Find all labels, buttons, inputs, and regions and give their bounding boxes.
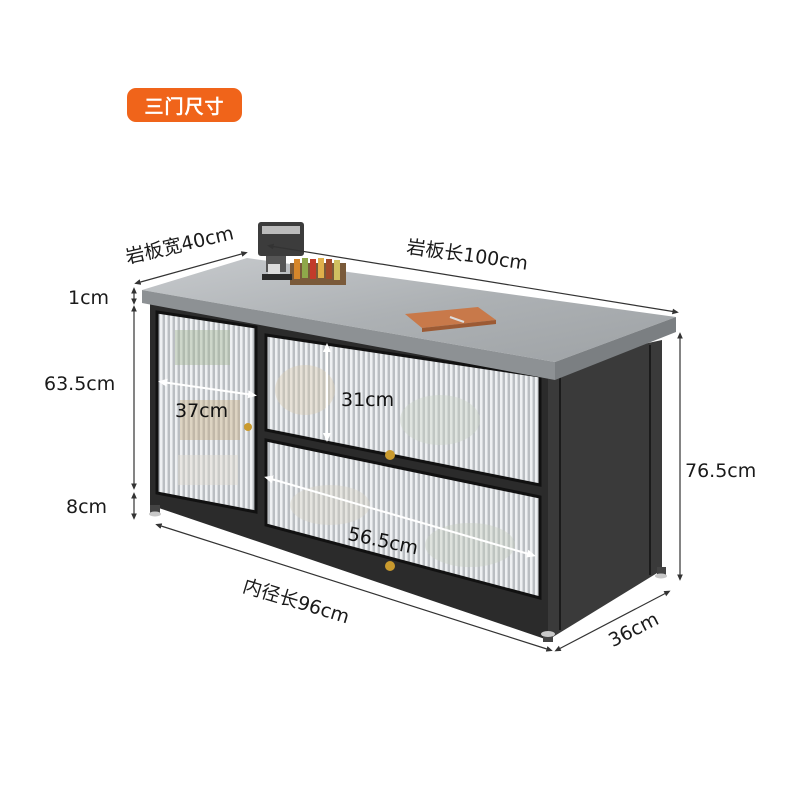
left-glass-door [155, 310, 258, 514]
lower-drawer-knob [385, 561, 395, 571]
three-door-size-badge: 三门尺寸 [127, 88, 242, 122]
upper-drawer-knob [385, 450, 395, 460]
upper-drawer [264, 333, 542, 487]
left-door-width-label: 37cm [175, 400, 229, 422]
dimension-lines [131, 243, 683, 652]
body-height-label: 63.5cm [44, 373, 116, 395]
upper-drawer-height-label: 31cm [341, 389, 395, 411]
total-height-label: 76.5cm [685, 460, 757, 482]
left-door-knob [244, 423, 252, 431]
spice-rack-icon [290, 258, 346, 285]
top-thickness-label: 1cm [68, 287, 110, 309]
leg-height-label: 8cm [66, 496, 108, 518]
